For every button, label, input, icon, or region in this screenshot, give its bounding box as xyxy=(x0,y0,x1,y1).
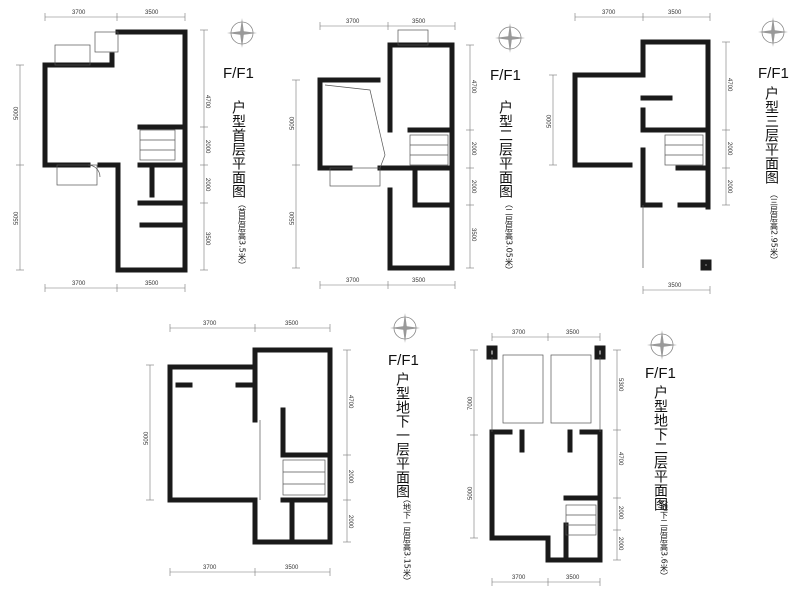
dim-right-3: 2000 xyxy=(204,178,210,192)
compass-rose-icon xyxy=(495,23,525,53)
plan-second-floor: 3700 3500 3700 3500 5000 5500 4700 2000 … xyxy=(290,19,525,289)
dim-right-3: 2000 xyxy=(726,180,732,194)
dim-bottom-1: 3500 xyxy=(668,283,682,289)
dim-right-2: 2000 xyxy=(204,140,210,154)
dim-left-1: 5000 xyxy=(547,114,553,128)
plan-title: 户型地下二层平面图 xyxy=(652,384,668,511)
dim-left-1: 5000 xyxy=(290,116,296,130)
dim-bottom-1: 3700 xyxy=(512,575,526,581)
dim-top-2: 3500 xyxy=(285,321,299,327)
dim-right-1: 4700 xyxy=(726,78,732,92)
plan-subtitle: （地下二层层高3.6米） xyxy=(660,495,669,580)
dim-top-1: 3700 xyxy=(346,19,360,25)
compass-rose-icon xyxy=(390,313,420,343)
dim-left-2: 5000 xyxy=(468,486,474,500)
dim-right-3: 2000 xyxy=(347,515,353,529)
dim-right-1: 5300 xyxy=(617,378,623,392)
dim-right-1: 4700 xyxy=(347,395,353,409)
dim-bottom-1: 3700 xyxy=(346,278,360,284)
dim-left-2: 5500 xyxy=(290,211,296,225)
dim-bottom-2: 3500 xyxy=(145,281,159,287)
dim-right-1: 4700 xyxy=(470,80,476,94)
dim-left-1: 5000 xyxy=(144,431,150,445)
plan-subtitle: （三层层高2.95米） xyxy=(770,190,779,264)
dim-right-2: 2000 xyxy=(470,142,476,156)
plan-third-floor: 3700 3500 3500 5000 4700 2000 2000 xyxy=(547,10,789,294)
dim-left-1: 5000 xyxy=(14,106,20,120)
dim-bottom-2: 3500 xyxy=(285,565,299,571)
dim-bottom-2: 3500 xyxy=(412,278,426,284)
compass-rose-icon xyxy=(758,17,788,47)
compass-rose-icon xyxy=(227,18,257,48)
dim-top-1: 3700 xyxy=(72,10,86,16)
plan-basement-2: 3700 3500 3700 3500 7000 5000 5300 4700 … xyxy=(468,330,677,586)
dim-top-2: 3500 xyxy=(668,10,682,16)
plan-subtitle: （二层层高3.05米） xyxy=(505,200,514,274)
plan-basement-1: 3700 3500 3700 3500 5000 4700 2000 2000 xyxy=(144,313,420,585)
plan-title: 户型二层平面图 xyxy=(497,99,513,198)
plan-type-label: F/F1 xyxy=(758,65,789,82)
plan-type-label: F/F1 xyxy=(490,67,521,84)
compass-rose-icon xyxy=(647,330,677,360)
plan-subtitle: （地下一层层高3.15米） xyxy=(403,495,412,585)
dim-right-2: 4700 xyxy=(617,452,623,466)
plan-type-label: F/F1 xyxy=(388,352,419,369)
plan-subtitle: （首层层高3.5米） xyxy=(238,200,247,269)
plan-type-label: F/F1 xyxy=(645,365,676,382)
dim-top-1: 3700 xyxy=(512,330,526,336)
dim-bottom-1: 3700 xyxy=(203,565,217,571)
plan-title: 户型地下一层平面图 xyxy=(394,371,410,498)
dim-left-1: 7000 xyxy=(468,396,474,410)
dim-right-3: 2000 xyxy=(617,506,623,520)
dim-top-1: 3700 xyxy=(602,10,616,16)
plan-type-label: F/F1 xyxy=(223,65,254,82)
dim-right-4: 2000 xyxy=(617,537,623,551)
dim-right-1: 4700 xyxy=(204,95,210,109)
dim-top-1: 3700 xyxy=(203,321,217,327)
dim-top-2: 3500 xyxy=(412,19,426,25)
dim-top-2: 3500 xyxy=(145,10,159,16)
dim-right-4: 3500 xyxy=(470,228,476,242)
plan-first-floor: 3700 3500 3700 3500 5000 5500 4700 2000 … xyxy=(14,10,257,292)
dim-right-3: 2000 xyxy=(470,180,476,194)
plan-title: 户型首层平面图 xyxy=(230,99,246,198)
dim-bottom-1: 3700 xyxy=(72,281,86,287)
plan-title: 户型三层平面图 xyxy=(763,85,779,184)
dim-right-4: 3500 xyxy=(204,232,210,246)
dim-right-2: 2000 xyxy=(726,142,732,156)
dim-bottom-2: 3500 xyxy=(566,575,580,581)
dim-left-2: 5500 xyxy=(14,211,20,225)
dim-right-2: 2000 xyxy=(347,470,353,484)
dim-top-2: 3500 xyxy=(566,330,580,336)
